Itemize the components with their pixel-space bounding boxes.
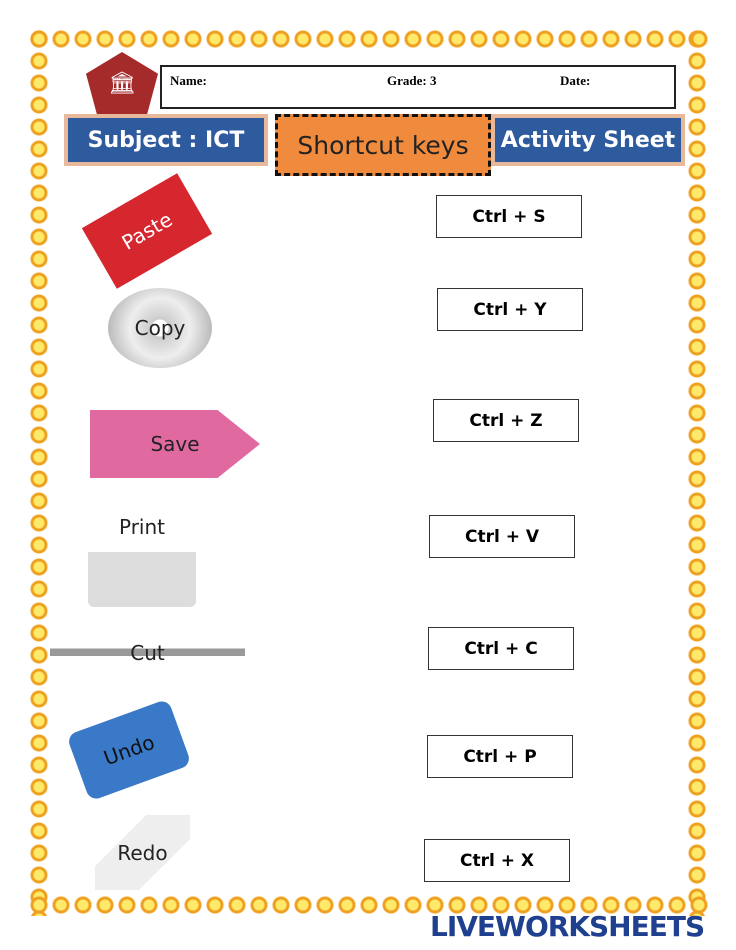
save-image[interactable]: Save xyxy=(90,410,260,478)
liveworksheets-logo: LIVEWORKSHEETS xyxy=(430,910,705,943)
key-box[interactable]: Ctrl + Y xyxy=(437,288,583,331)
copy-image[interactable]: Copy xyxy=(108,288,212,368)
activity-banner: Activity Sheet xyxy=(495,118,681,162)
print-image[interactable]: Print xyxy=(88,515,196,607)
grade-label: Grade: 3 xyxy=(387,73,437,88)
cut-image[interactable]: Cut xyxy=(50,615,245,690)
date-label: Date: xyxy=(560,73,591,88)
subject-banner: Subject : ICT xyxy=(68,118,264,162)
title-banner: Shortcut keys xyxy=(275,114,491,176)
key-box[interactable]: Ctrl + S xyxy=(436,195,582,238)
key-box[interactable]: Ctrl + Z xyxy=(433,399,579,442)
student-info-box: Name: Grade: 3 Date: xyxy=(160,65,676,109)
key-box[interactable]: Ctrl + P xyxy=(427,735,573,778)
key-box[interactable]: Ctrl + V xyxy=(429,515,575,558)
key-box[interactable]: Ctrl + X xyxy=(424,839,570,882)
name-label: Name: xyxy=(170,73,207,88)
redo-image[interactable]: Redo xyxy=(95,815,190,890)
key-box[interactable]: Ctrl + C xyxy=(428,627,574,670)
